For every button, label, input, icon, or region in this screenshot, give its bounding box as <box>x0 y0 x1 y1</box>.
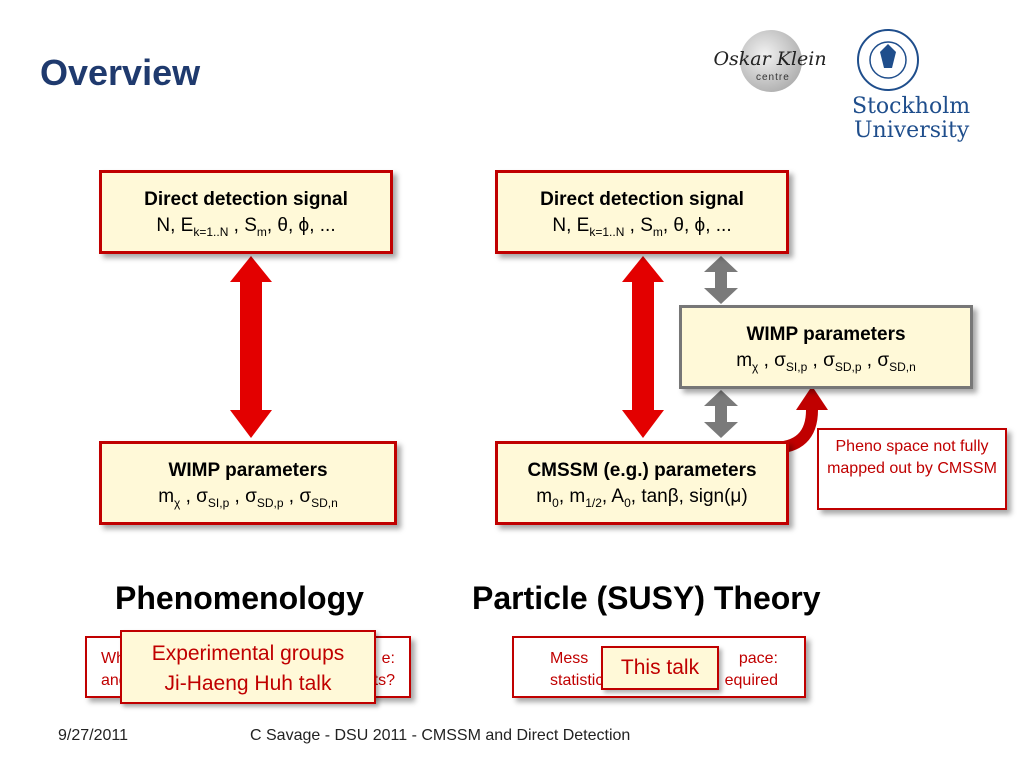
right-signal-title: Direct detection signal <box>540 189 744 210</box>
callout-line2: Ji-Haeng Huh talk <box>164 672 332 695</box>
right-note-line2a: statistic <box>550 672 604 689</box>
right-wimp-title: WIMP parameters <box>746 324 906 345</box>
left-note-line2b: ts? <box>373 672 395 689</box>
left-wimp-title: WIMP parameters <box>168 460 328 481</box>
callout-line1: Experimental groups <box>151 642 345 665</box>
slide-title: Overview <box>40 52 201 93</box>
su-name-line1: Stockholm <box>852 94 971 119</box>
left-note-line1b: e: <box>381 650 395 667</box>
oskar-klein-circle-icon <box>740 30 802 92</box>
right-double-arrow <box>622 256 664 438</box>
oskar-klein-text: Oskar Klein <box>713 48 827 70</box>
right-signal-box: Direct detection signal N, Ek=1..N , Sm,… <box>495 170 789 254</box>
right-signal-line: N, Ek=1..N , Sm, θ, ϕ, ... <box>552 215 732 239</box>
pheno-space-note: Pheno space not fully mapped out by CMSS… <box>817 428 1007 510</box>
su-name-line2: University <box>854 118 970 143</box>
cmssm-line: m0, m1/2, A0, tanβ, sign(μ) <box>536 486 748 510</box>
left-wimp-box: WIMP parameters mχ , σSI,p , σSD,p , σSD… <box>99 441 397 525</box>
cmssm-title: CMSSM (e.g.) parameters <box>527 460 757 481</box>
left-double-arrow <box>230 256 272 438</box>
oskar-klein-sub: centre <box>756 72 790 83</box>
this-talk-text: This talk <box>620 656 700 679</box>
pheno-space-text: Pheno space not fully mapped out by CMSS… <box>827 438 997 477</box>
phenomenology-heading: Phenomenology <box>115 580 364 616</box>
footer-text: C Savage - DSU 2011 - CMSSM and Direct D… <box>250 727 631 744</box>
experimental-groups-callout: Experimental groups Ji-Haeng Huh talk <box>120 630 376 704</box>
right-note-line1b: pace: <box>738 650 778 667</box>
right-note-line1a: Mess <box>550 650 589 667</box>
left-signal-line: N, Ek=1..N , Sm, θ, ϕ, ... <box>156 215 336 239</box>
cmssm-box: CMSSM (e.g.) parameters m0, m1/2, A0, ta… <box>495 441 789 525</box>
grey-arrow-top <box>704 256 738 304</box>
left-signal-title: Direct detection signal <box>144 189 348 210</box>
left-wimp-line: mχ , σSI,p , σSD,p , σSD,n <box>158 486 338 510</box>
oskar-klein-logo: Oskar Klein centre <box>700 28 840 98</box>
stockholm-university-logo: Stockholm University <box>852 26 982 146</box>
this-talk-callout: This talk <box>601 646 719 690</box>
right-wimp-box: WIMP parameters mχ , σSI,p , σSD,p , σSD… <box>679 305 973 389</box>
right-note-line2b: equired <box>724 672 778 689</box>
left-signal-box: Direct detection signal N, Ek=1..N , Sm,… <box>99 170 393 254</box>
footer-date: 9/27/2011 <box>58 727 128 744</box>
right-wimp-line: mχ , σSI,p , σSD,p , σSD,n <box>736 350 916 374</box>
grey-arrow-bottom <box>704 390 738 438</box>
particle-theory-heading: Particle (SUSY) Theory <box>472 580 821 616</box>
su-seal-icon <box>857 29 919 91</box>
